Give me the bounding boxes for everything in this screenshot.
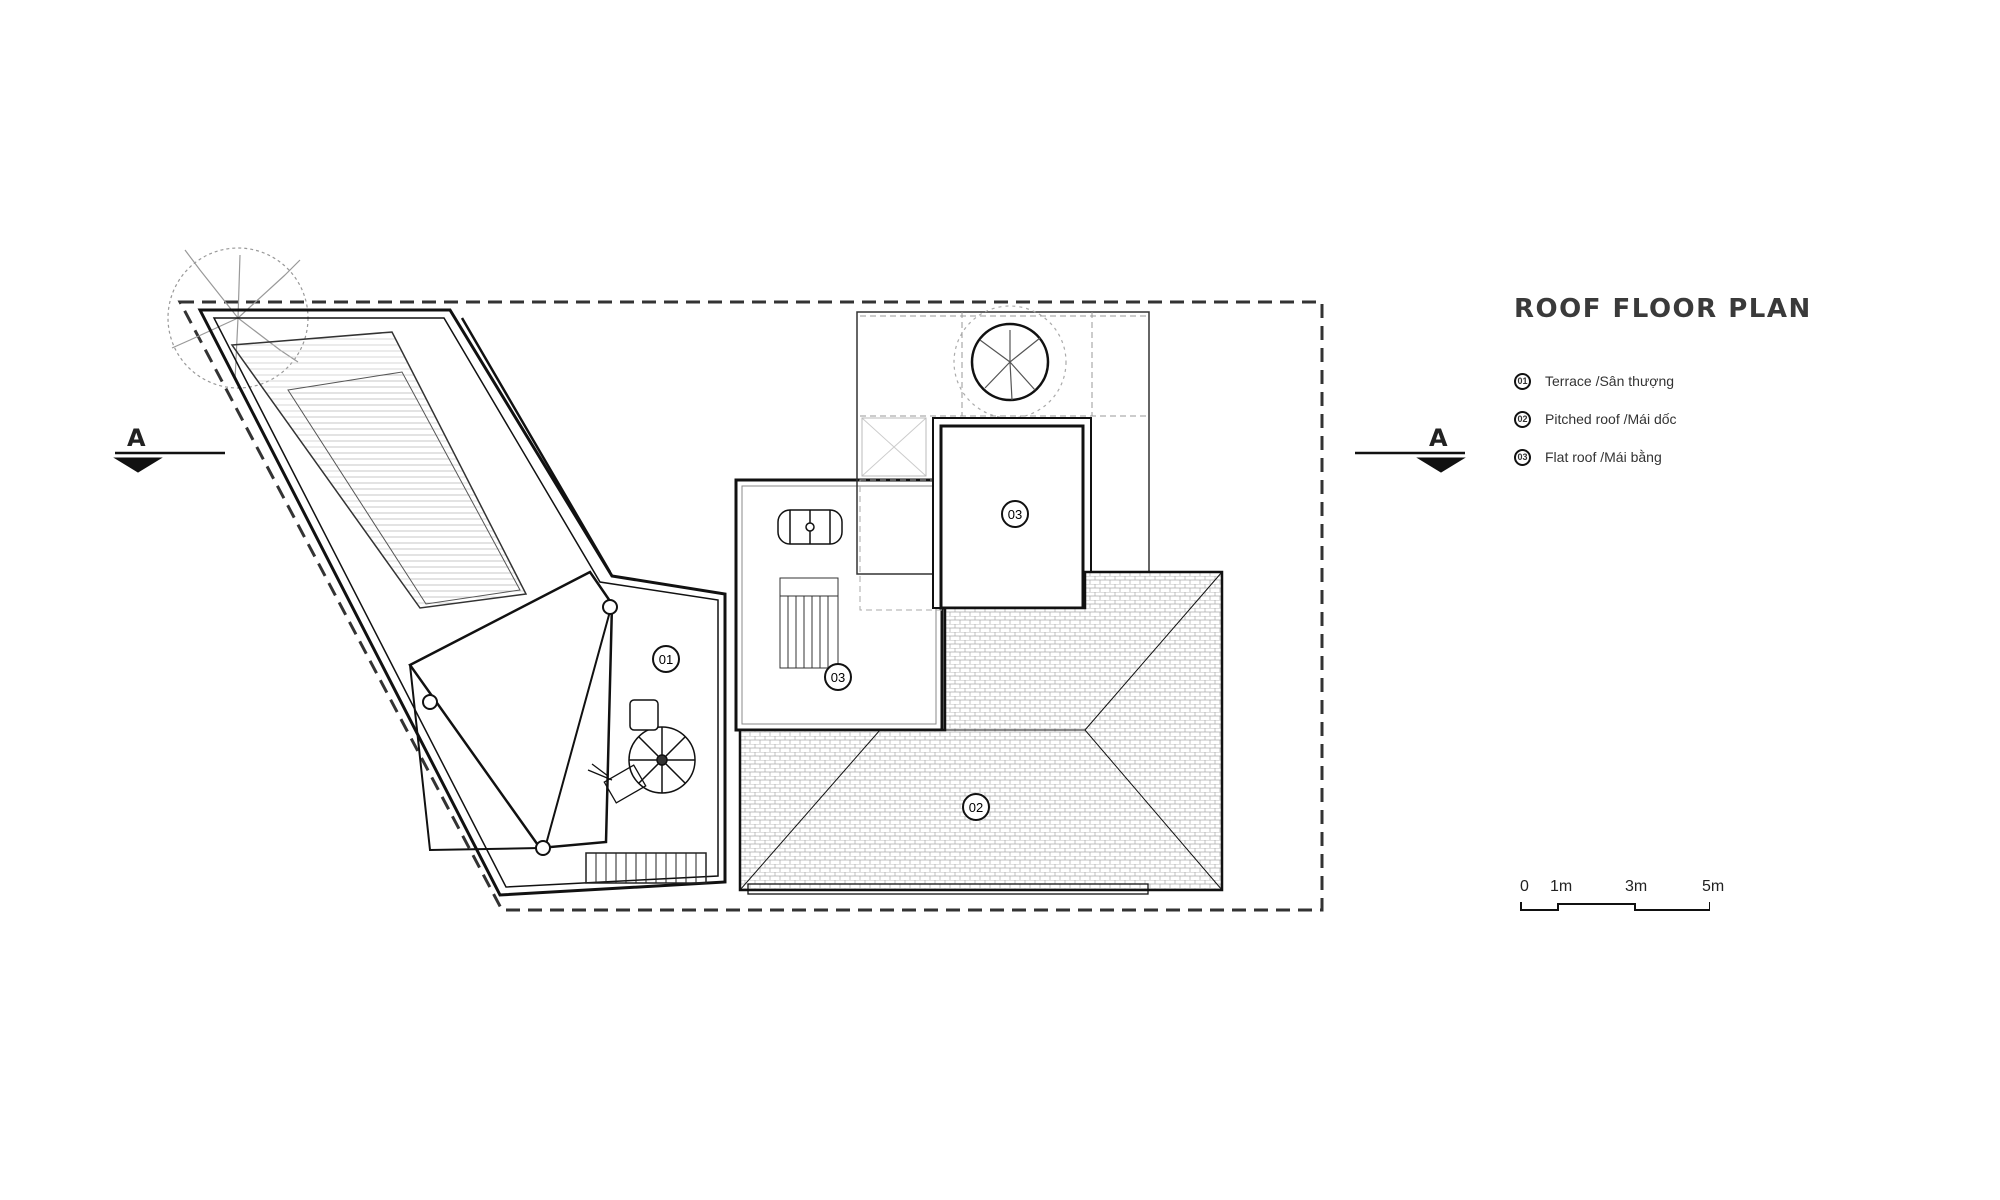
legend-label: Pitched roof /Mái dốc [1545,411,1677,427]
site-boundary [177,300,1324,912]
scale-label: 3m [1625,878,1648,895]
legend-item: 03 Flat roof /Mái bằng [1514,438,1934,476]
svg-text:02: 02 [969,800,983,815]
section-marker-right [1355,451,1466,473]
scale-label: 5m [1702,878,1725,895]
umbrella-icon [628,726,696,794]
pitched-roof [738,570,1224,895]
legend-badge: 01 [1514,372,1531,390]
lounge-chair-icon [587,763,647,804]
svg-text:03: 03 [831,670,845,685]
chair-icon [629,699,659,731]
section-marker-left [113,451,225,473]
section-label-right: A [1429,424,1448,452]
terrace-frame [408,570,618,856]
scale-label: 0 [1520,878,1529,895]
legend: ROOF FLOOR PLAN 01 Terrace /Sân thượng 0… [1514,294,1934,476]
stairs [585,852,707,884]
legend-badge: 02 [1514,410,1531,428]
legend-label: Terrace /Sân thượng [1545,373,1675,389]
scale-bar-graphic [1520,902,1710,911]
plan-tag-flat-roof-right: 03 [1001,500,1029,528]
plan-tag-flat-roof-left: 03 [824,663,852,691]
pool [230,331,528,609]
svg-text:03: 03 [1008,507,1022,522]
building-walls [197,308,727,897]
scale-label: 1m [1550,878,1573,895]
solar-panel-icon [779,577,839,669]
plan-title: ROOF FLOOR PLAN [1514,294,1812,324]
legend-item: 01 Terrace /Sân thượng [1514,362,1934,400]
tree-icon [953,305,1067,419]
legend-item: 02 Pitched roof /Mái dốc [1514,400,1934,438]
plan-tag-terrace: 01 [652,645,680,673]
legend-badge: 03 [1514,448,1531,466]
svg-text:01: 01 [659,652,673,667]
legend-label: Flat roof /Mái bằng [1545,449,1662,465]
water-tank-icon [777,509,843,545]
section-label-left: A [127,424,146,452]
plan-tag-pitched-roof: 02 [962,793,990,821]
scale-bar: 0 1m 3m 5m [1520,878,1740,918]
